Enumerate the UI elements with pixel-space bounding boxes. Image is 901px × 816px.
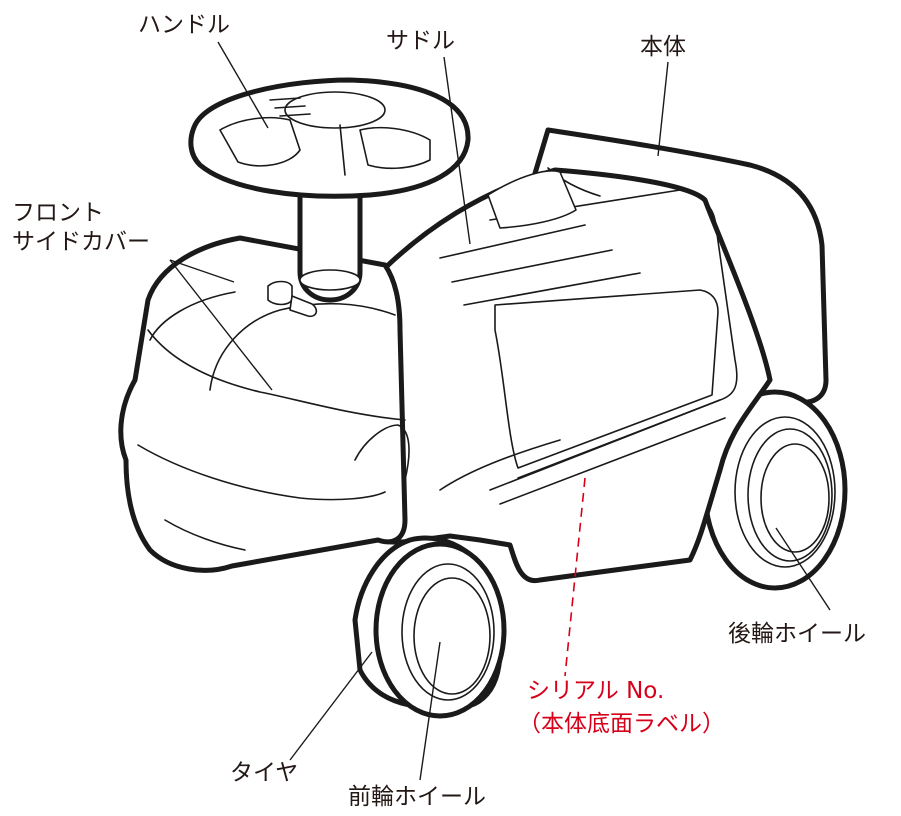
leader-lines — [169, 41, 831, 781]
leader-rear-wheel — [775, 527, 831, 611]
label-rear-wheel: 後輪ホイール — [728, 621, 866, 647]
label-saddle: サドル — [386, 28, 455, 54]
label-serial-2: （本体底面ラベル） — [518, 711, 725, 737]
leader-saddle — [443, 56, 471, 245]
leader-serial — [564, 477, 586, 677]
leader-tire — [289, 651, 373, 761]
label-front-wheel: 前輪ホイール — [348, 784, 486, 810]
leader-handle — [217, 41, 269, 129]
saddle-part — [487, 170, 577, 229]
steering-column — [267, 177, 363, 318]
label-front-side-cover-1: フロント — [12, 200, 104, 226]
front-body — [118, 235, 410, 573]
leader-cover-2 — [169, 259, 273, 391]
leader-cover-1 — [169, 259, 235, 283]
front-wheel — [352, 535, 507, 719]
handle-wheel — [188, 77, 471, 199]
leader-body — [657, 61, 669, 157]
leader-front-wheel — [419, 641, 441, 781]
label-serial-1: シリアル No. — [527, 678, 665, 704]
label-front-side-cover-2: サイドカバー — [12, 229, 150, 255]
label-tire: タイヤ — [230, 760, 299, 786]
label-handle: ハンドル — [138, 12, 230, 38]
label-body: 本体 — [640, 34, 686, 60]
